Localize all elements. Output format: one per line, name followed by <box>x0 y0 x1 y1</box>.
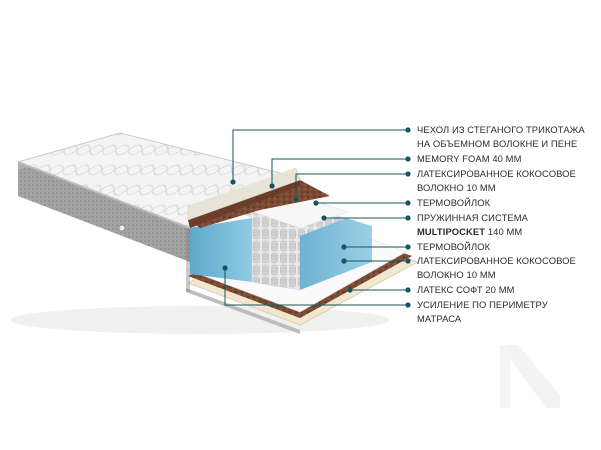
cut-shade <box>186 228 190 292</box>
leader-line-cover <box>232 129 408 182</box>
label-coconut-bottom-line-2: ВОЛОКНО 10 ММ <box>417 269 496 280</box>
label-coconut-top-line-1: ЛАТЕКСИРОВАННОЕ КОКОСОВОЕ <box>417 168 576 179</box>
leader-line-perimeter <box>224 268 408 306</box>
coconut-layer-top <box>188 180 330 228</box>
label-felt-bottom-line-1: ТЕРМОВОЙЛОК <box>417 241 491 252</box>
label-springs-line-2: MULTIPOCKET 140 ММ <box>417 225 528 239</box>
coconut-layer-top-front <box>188 180 300 228</box>
label-memory-foam-line-1: MEMORY FOAM 40 ММ <box>417 153 522 164</box>
logo-badge <box>118 224 126 232</box>
label-perimeter-line-2: МАТРАСА <box>417 313 462 324</box>
label-springs-height: 140 ММ <box>485 226 523 237</box>
leader-lines <box>224 129 408 306</box>
label-springs-line-1: ПРУЖИННАЯ СИСТЕМА <box>417 212 529 223</box>
label-perimeter-line-1: УСИЛЕНИЕ ПО ПЕРИМЕТРУ <box>417 299 548 310</box>
label-felt-top-line-1: ТЕРМОВОЙЛОК <box>417 197 491 208</box>
label-felt-top: ТЕРМОВОЙЛОК <box>417 196 490 210</box>
label-cover: ЧЕХОЛ ИЗ СТЕГАНОГО ТРИКОТАЖА НА ОБЪЕМНОМ… <box>417 123 585 151</box>
label-springs: ПРУЖИННАЯ СИСТЕМА MULTIPOCKET 140 ММ <box>417 211 528 239</box>
label-springs-brand: MULTIPOCKET <box>417 226 486 237</box>
label-coconut-top-line-2: ВОЛОКНО 10 ММ <box>417 182 496 193</box>
label-felt-bottom: ТЕРМОВОЙЛОК <box>417 240 490 254</box>
label-cover-line-2: НА ОБЪЕМНОМ ВОЛОКНЕ И ПЕНЕ <box>417 138 578 149</box>
label-memory-foam: MEMORY FOAM 40 ММ <box>417 152 522 166</box>
leader-dots <box>222 127 411 308</box>
floor-shadow <box>10 306 390 334</box>
label-latex: ЛАТЕКС СОФТ 20 ММ <box>417 283 515 297</box>
label-coconut-bottom-line-1: ЛАТЕКСИРОВАННОЕ КОКОСОВОЕ <box>417 255 576 266</box>
foam-edge-frame <box>190 218 252 282</box>
foam-edge-frame-right <box>300 218 372 290</box>
label-cover-line-1: ЧЕХОЛ ИЗ СТЕГАНОГО ТРИКОТАЖА <box>417 124 585 135</box>
memory-foam-top <box>188 168 296 206</box>
perimeter-reinforcement <box>186 288 300 334</box>
leader-line-memory-foam <box>271 158 408 186</box>
label-coconut-top: ЛАТЕКСИРОВАННОЕ КОКОСОВОЕ ВОЛОКНО 10 ММ <box>417 167 576 195</box>
label-latex-line-1: ЛАТЕКС СОФТ 20 ММ <box>417 284 515 295</box>
mattress-side-panel <box>18 162 190 262</box>
watermark-logo <box>500 345 560 408</box>
label-perimeter: УСИЛЕНИЕ ПО ПЕРИМЕТРУ МАТРАСА <box>417 298 548 326</box>
leader-line-coconut-top <box>295 173 408 199</box>
label-coconut-bottom: ЛАТЕКСИРОВАННОЕ КОКОСОВОЕ ВОЛОКНО 10 ММ <box>417 254 576 282</box>
